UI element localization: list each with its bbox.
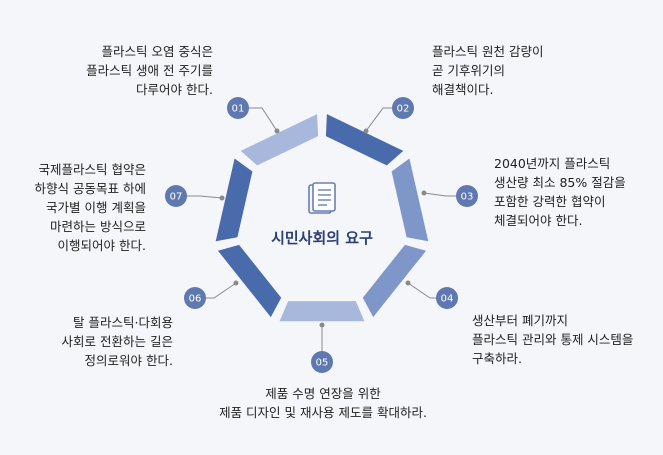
item-03-text: 2040년까지 플라스틱 생산량 최소 85% 절감을 포함한 강력한 협약이 … (494, 156, 626, 228)
number-badge (456, 185, 478, 207)
heptagon-segment (240, 114, 319, 166)
connector-dot (421, 190, 427, 196)
number-badge-label: 03 (461, 192, 474, 203)
number-badge (165, 185, 187, 207)
item-05-text: 제품 수명 연장을 위한 제품 디자인 및 재사용 제도를 확대하라. (219, 386, 427, 420)
heptagon-frame (215, 114, 429, 322)
item-07-text: 국제플라스틱 협약은 하향식 공동목표 하에 국가별 이행 계획을 마련하는 방… (34, 162, 146, 253)
connector-dot (274, 128, 280, 134)
item-06-text: 탈 플라스틱·다회용 사회로 전환하는 길은 정의로워야 한다. (61, 315, 173, 368)
heptagon-segment (391, 158, 429, 242)
connector-dot (219, 195, 225, 201)
connector-lines (176, 107, 467, 362)
center-title: 시민사회의 요구 (271, 229, 373, 247)
heptagon-segment (279, 301, 365, 322)
item-04-text: 생산부터 폐기까지 플라스틱 관리와 통제 시스템을 구축하라. (472, 313, 634, 366)
heptagon-segment (325, 114, 404, 166)
number-badge-label: 04 (441, 294, 454, 305)
number-badge (311, 351, 333, 373)
connector-dot (363, 128, 369, 134)
number-badge (392, 97, 414, 119)
number-badge-label: 02 (397, 104, 410, 115)
item-02-text: 플라스틱 원천 감량이 곧 기후위기의 해결책이다. (432, 44, 544, 97)
number-badge (436, 287, 458, 309)
number-badge (184, 287, 206, 309)
connector-dot (319, 322, 325, 328)
number-badge-label: 06 (189, 294, 202, 305)
number-badge (227, 97, 249, 119)
number-badges: 01 02 03 04 05 06 07 (165, 97, 478, 373)
number-badge-label: 05 (316, 358, 329, 369)
book-icon (308, 182, 336, 214)
heptagon-segment (362, 244, 427, 318)
heptagon-segment (217, 244, 282, 318)
number-badge-label: 01 (232, 104, 245, 115)
heptagon-segment (215, 158, 253, 242)
number-badge-label: 07 (170, 192, 183, 203)
connector-dot (405, 280, 411, 286)
item-01-text: 플라스틱 오염 중식은 플라스틱 생애 전 주기를 다루어야 한다. (86, 44, 213, 97)
connector-dot (233, 280, 239, 286)
